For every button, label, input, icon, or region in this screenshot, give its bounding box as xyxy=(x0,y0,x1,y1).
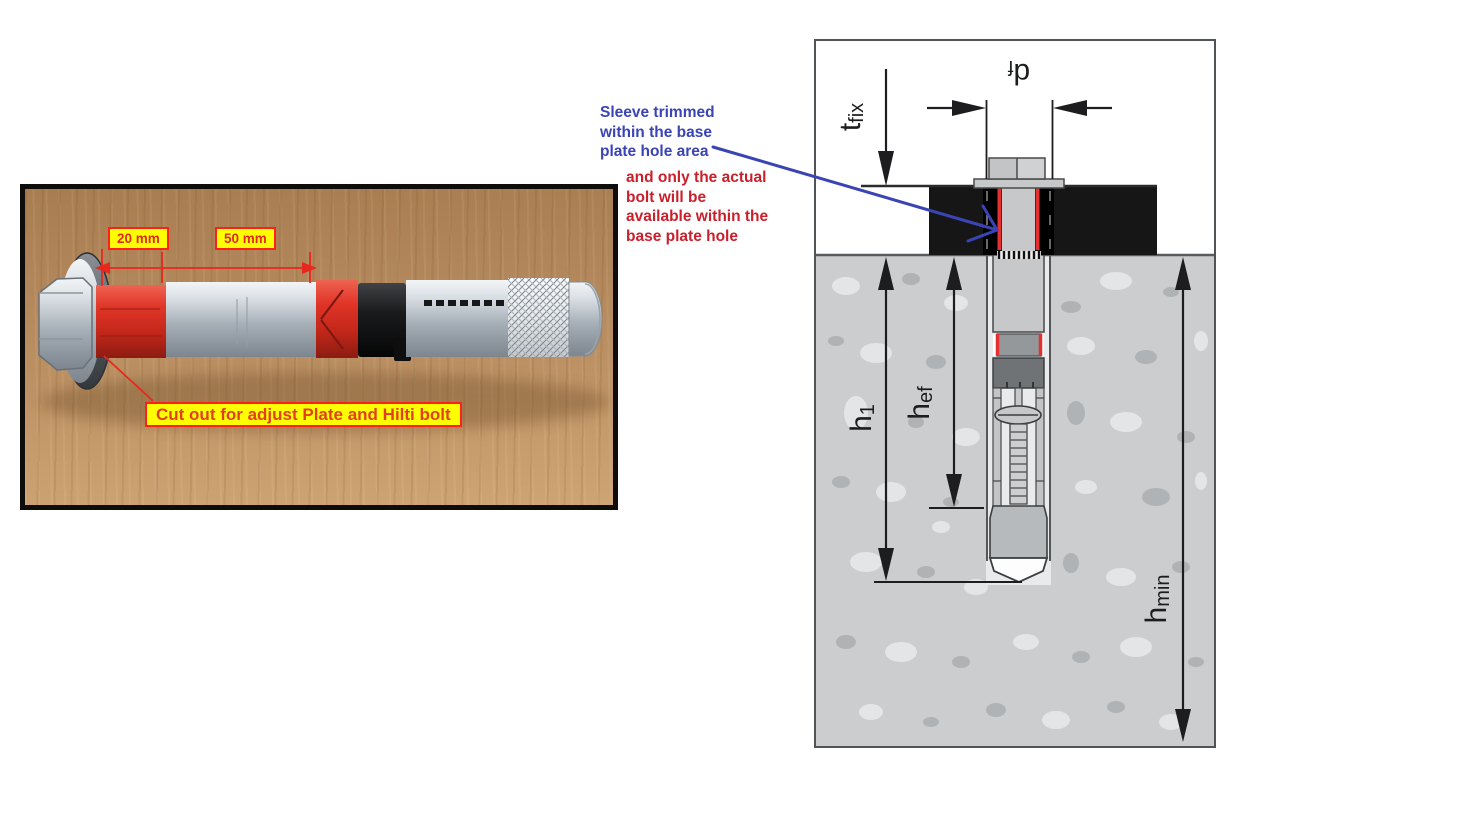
installation-diagram-svg: df tfix h1 hef hmin xyxy=(816,56,1214,746)
cutout-callout-label: Cut out for adjust Plate and Hilti bolt xyxy=(145,402,462,427)
note-line: within the base xyxy=(600,123,712,141)
diagram-labels: df tfix h1 hef hmin xyxy=(834,56,1175,623)
note-line: bolt will be xyxy=(626,188,707,206)
note-line: base plate hole xyxy=(626,227,738,245)
label-hmin: hmin xyxy=(1140,575,1175,624)
dim-label-20mm: 20 mm xyxy=(108,227,169,250)
anchor-bolt-photo: 20 mm 50 mm Cut out for adjust Plate and… xyxy=(20,184,618,510)
dim-label-50mm: 50 mm xyxy=(215,227,276,250)
note-line: and only the actual xyxy=(626,169,767,186)
note-actual-bolt: and only the actual bolt will be availab… xyxy=(626,168,768,246)
bolt-body xyxy=(38,252,603,390)
note-sleeve-trimmed: Sleeve trimmed within the base plate hol… xyxy=(600,103,715,162)
label-tfix: tfix xyxy=(834,103,869,131)
note-line: available within the xyxy=(626,208,769,225)
photo-dimension-lines xyxy=(95,249,317,402)
base-plate-assembly xyxy=(861,157,1157,259)
callout-leader-line xyxy=(103,355,154,402)
note-line: Sleeve trimmed xyxy=(600,104,715,121)
installation-diagram: df tfix h1 hef hmin xyxy=(814,39,1216,748)
anchor-in-concrete xyxy=(988,254,1049,583)
note-line: plate hole area xyxy=(600,143,709,160)
label-df: df xyxy=(1007,56,1030,91)
label-h1: h1 xyxy=(845,404,880,432)
label-hef: hef xyxy=(903,386,938,420)
